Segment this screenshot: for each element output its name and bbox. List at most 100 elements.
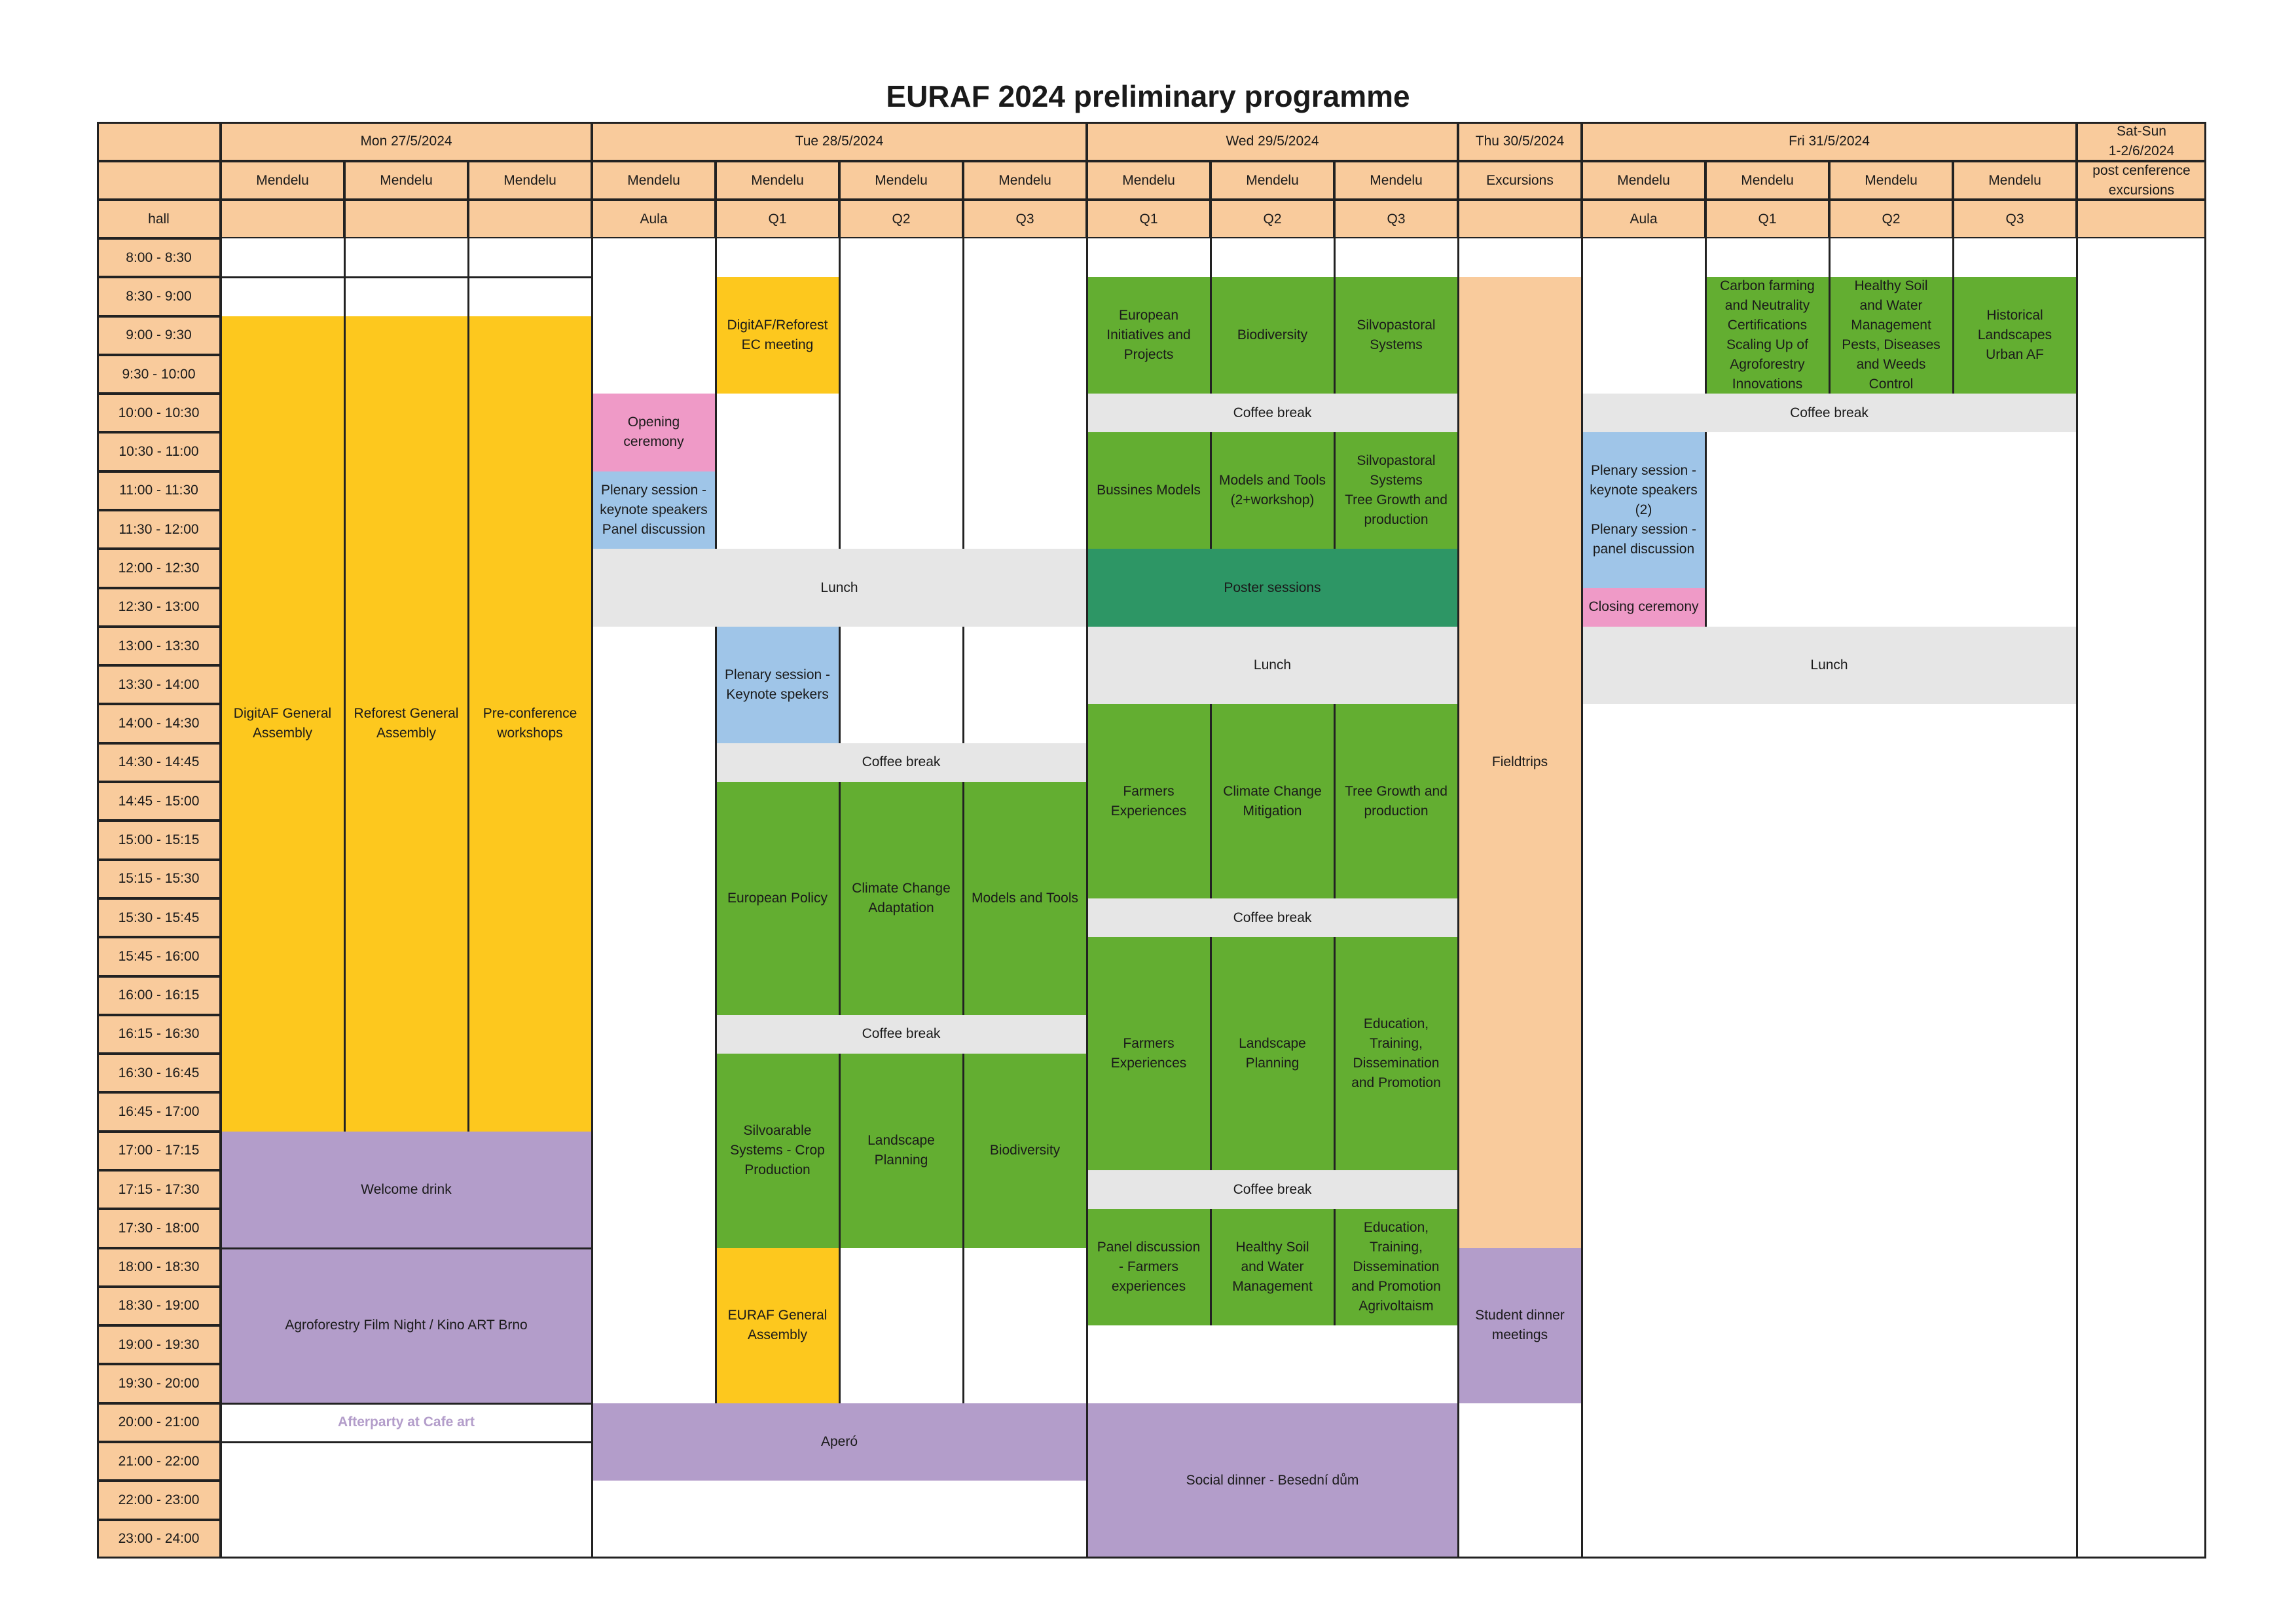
venue-header: Mendelu [592, 161, 716, 200]
column-divider [1705, 432, 1707, 627]
column-divider [839, 1054, 841, 1403]
column-divider [1581, 122, 1583, 1559]
column-divider [1334, 1209, 1336, 1326]
event-block: Education, Training, Dissemination and P… [1334, 937, 1458, 1170]
time-slot: 10:30 - 11:00 [97, 432, 221, 471]
time-slot: 16:30 - 16:45 [97, 1054, 221, 1093]
event-block: Lunch [1087, 626, 1458, 705]
time-slot: 15:45 - 16:00 [97, 937, 221, 976]
venue-header: Mendelu [1829, 161, 1953, 200]
hall-header: Q3 [1953, 200, 2077, 238]
day-header: Mon 27/5/2024 [221, 122, 592, 161]
event-block: Biodiversity [1211, 277, 1334, 394]
event-block: Plenary session - keynote speakers (2) P… [1582, 432, 1705, 588]
venue-header: Mendelu [1211, 161, 1334, 200]
hall-header: Q3 [1334, 200, 1458, 238]
time-slot: 17:00 - 17:15 [97, 1131, 221, 1170]
event-block: Silvopastoral Systems [1334, 277, 1458, 394]
column-divider [715, 626, 717, 1403]
event-block: Lunch [592, 549, 1087, 627]
event-block: DigitAF/Reforest EC meeting [716, 277, 839, 394]
column-divider [1334, 704, 1336, 898]
event-block: Afterparty at Cafe art [221, 1403, 592, 1442]
hall-header: Q2 [1829, 200, 1953, 238]
event-block: Farmers Experiences [1087, 704, 1211, 898]
event-block: Farmers Experiences [1087, 937, 1211, 1170]
column-divider [591, 122, 593, 1559]
event-block: Healthy Soil and Water Management Pests,… [1829, 277, 1953, 394]
event-block: Carbon farming and Neutrality Certificat… [1705, 277, 1829, 394]
hall-header: Q3 [963, 200, 1087, 238]
venue-header: Mendelu [963, 161, 1087, 200]
event-block: Poster sessions [1087, 549, 1458, 627]
event-block: Aperó [592, 1403, 1087, 1481]
event-block: Closing ceremony [1582, 587, 1705, 627]
venue-header: Mendelu [1953, 161, 2077, 200]
event-block: Tree Growth and production [1334, 704, 1458, 898]
time-slot: 10:00 - 10:30 [97, 394, 221, 433]
venue-header [97, 161, 221, 200]
event-block: Coffee break [1087, 898, 1458, 938]
time-slot: 19:30 - 20:00 [97, 1364, 221, 1403]
time-slot: 23:00 - 24:00 [97, 1519, 221, 1559]
column-divider [839, 626, 841, 743]
time-slot: 17:15 - 17:30 [97, 1170, 221, 1209]
venue-header: post cenference excursions [2077, 161, 2206, 200]
venue-header: Mendelu [344, 161, 468, 200]
event-block: Healthy Soil and Water Management [1211, 1209, 1334, 1326]
hall-header [468, 200, 592, 238]
event-block: Reforest General Assembly [344, 316, 468, 1132]
row-divider [221, 1441, 592, 1443]
hall-header: Aula [1582, 200, 1705, 238]
venue-header: Mendelu [716, 161, 839, 200]
event-block: Welcome drink [221, 1131, 592, 1248]
time-slot: 9:00 - 9:30 [97, 316, 221, 355]
column-divider [1705, 238, 1707, 394]
time-slot: 14:45 - 15:00 [97, 782, 221, 821]
hall-header [2077, 200, 2206, 238]
event-block: Lunch [1582, 626, 2077, 705]
day-header: Tue 28/5/2024 [592, 122, 1087, 161]
hall-header: Q2 [1211, 200, 1334, 238]
hall-header [1458, 200, 1582, 238]
time-slot: 8:00 - 8:30 [97, 238, 221, 278]
event-block: EURAF General Assembly [716, 1247, 839, 1403]
event-block: Student dinner meetings [1458, 1247, 1582, 1403]
event-block: Models and Tools [963, 782, 1087, 1015]
time-slot: 18:30 - 19:00 [97, 1286, 221, 1326]
event-block: Coffee break [716, 743, 1087, 783]
event-block: Landscape Planning [839, 1054, 963, 1248]
time-slot: 8:30 - 9:00 [97, 277, 221, 316]
column-divider [962, 626, 964, 743]
venue-header: Mendelu [1705, 161, 1829, 200]
time-slot: 18:00 - 18:30 [97, 1247, 221, 1287]
hall-header: Q2 [839, 200, 963, 238]
column-divider [1334, 937, 1336, 1170]
column-divider [1334, 432, 1336, 549]
row-divider [221, 276, 592, 279]
time-slot: 14:00 - 14:30 [97, 704, 221, 743]
day-header: Thu 30/5/2024 [1458, 122, 1582, 161]
column-divider [962, 238, 964, 549]
event-block: Climate Change Adaptation [839, 782, 963, 1015]
hall-header [221, 200, 344, 238]
event-block: Historical Landscapes Urban AF [1953, 277, 2077, 394]
page-title: EURAF 2024 preliminary programme [886, 79, 1410, 113]
event-block: Fieldtrips [1458, 277, 1582, 1248]
hall-header: Aula [592, 200, 716, 238]
time-slot: 21:00 - 22:00 [97, 1441, 221, 1481]
event-block: Opening ceremony [592, 394, 716, 471]
column-divider [839, 782, 841, 1015]
time-slot: 13:30 - 14:00 [97, 665, 221, 705]
time-slot: 19:00 - 19:30 [97, 1325, 221, 1365]
day-header: Sat-Sun 1-2/6/2024 [2077, 122, 2206, 161]
event-block: Coffee break [1087, 394, 1458, 433]
event-block: European Initiatives and Projects [1087, 277, 1211, 394]
event-block: Climate Change Mitigation [1211, 704, 1334, 898]
event-block: Silvopastoral Systems Tree Growth and pr… [1334, 432, 1458, 549]
time-slot: 16:45 - 17:00 [97, 1092, 221, 1132]
time-slot: 14:30 - 14:45 [97, 743, 221, 783]
column-divider [715, 238, 717, 549]
time-slot: 11:30 - 12:00 [97, 510, 221, 549]
